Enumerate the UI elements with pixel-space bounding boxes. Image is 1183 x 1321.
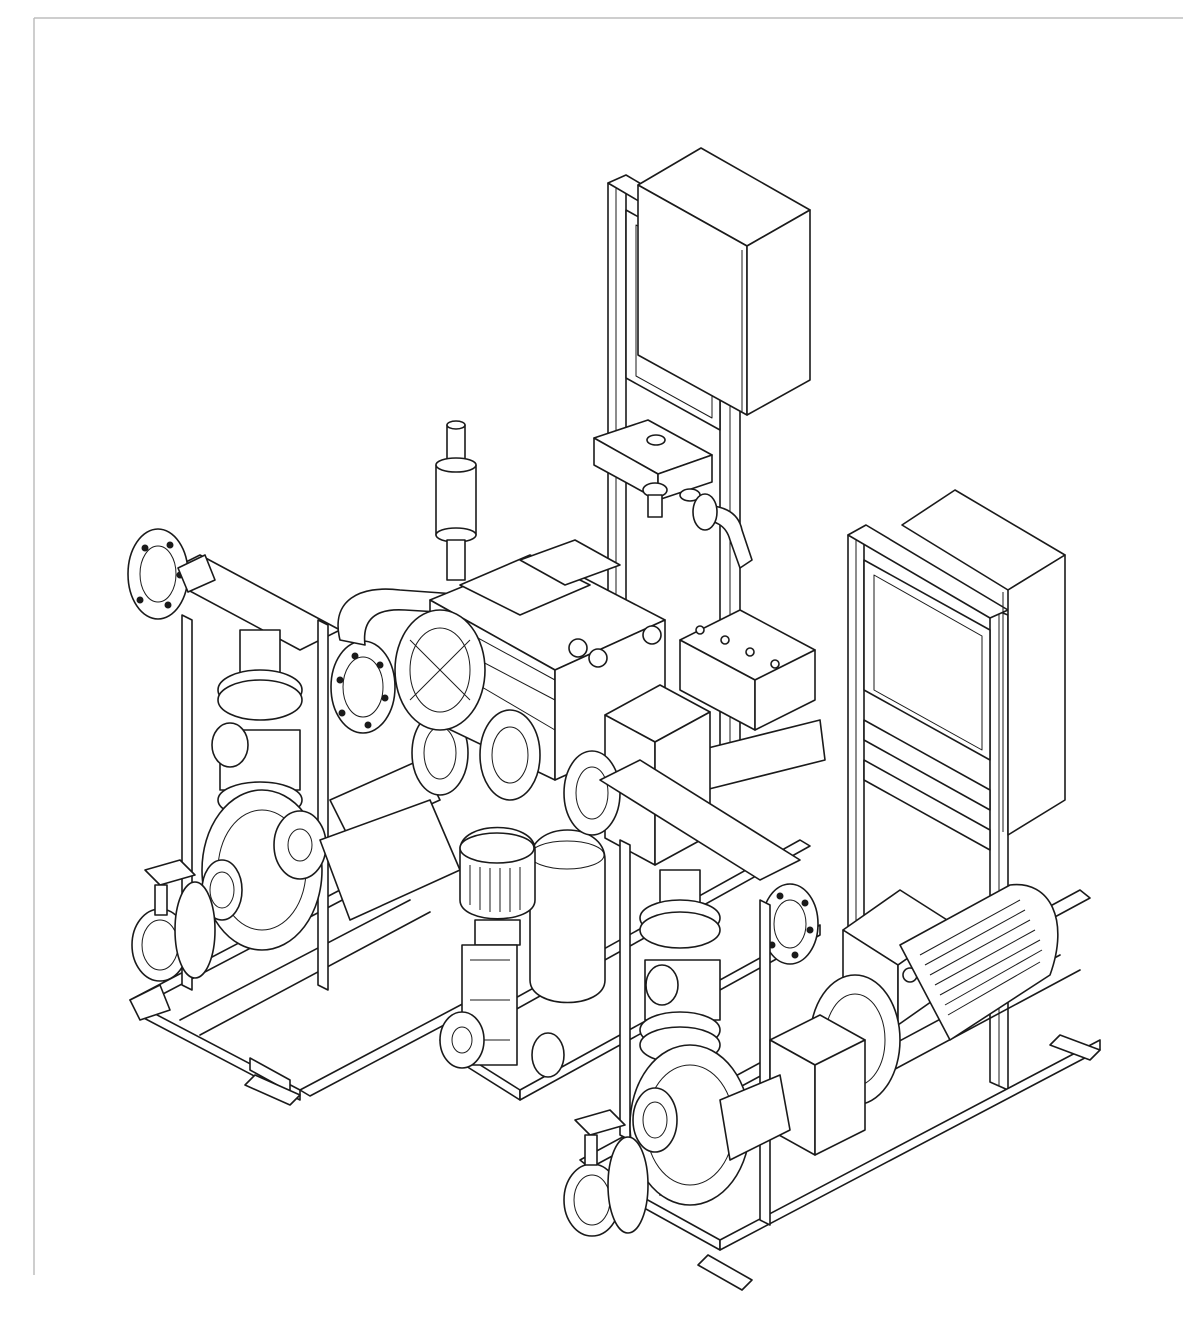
centrifugal-pump-right [629,1044,791,1206]
exhaust-silencer [435,420,477,581]
butterfly-valve-left [131,859,216,982]
centrifugal-pump-left [201,789,461,951]
control-cabinet-rear [593,147,811,761]
jockey-pump [439,826,565,1078]
control-cabinet-front [847,489,1066,1091]
battery-pack [679,609,816,731]
sheet-frame [33,17,1183,1275]
butterfly-valve-right [563,1109,649,1237]
diesel-engine [337,539,666,801]
electric-motor [769,883,1059,1156]
pressure-tank [529,829,606,1004]
